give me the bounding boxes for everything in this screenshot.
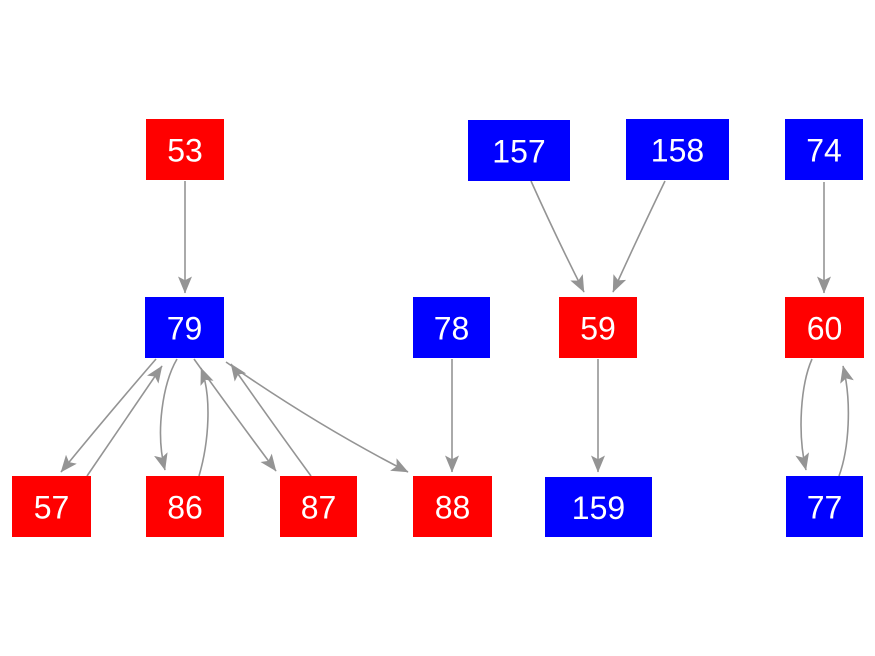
node-60-label: 60 bbox=[807, 311, 843, 347]
node-88: 88 bbox=[413, 476, 492, 537]
node-159: 159 bbox=[545, 477, 652, 537]
nodes-layer: 53 79 57 86 87 88 78 157 158 59 159 74 60 77 bbox=[12, 119, 864, 537]
edge-157-59 bbox=[530, 180, 585, 293]
edge-86-79 bbox=[198, 367, 214, 477]
node-57-label: 57 bbox=[34, 490, 70, 526]
node-78-box bbox=[413, 297, 490, 358]
edge-158-59 bbox=[612, 180, 666, 293]
node-77-label: 77 bbox=[807, 490, 843, 526]
node-60-box bbox=[785, 297, 864, 358]
node-87-box bbox=[280, 476, 357, 537]
node-74-label: 74 bbox=[806, 133, 842, 169]
node-79-box bbox=[145, 297, 224, 358]
node-157-box bbox=[468, 120, 570, 181]
edges-layer bbox=[60, 180, 854, 477]
node-159-label: 159 bbox=[572, 490, 625, 526]
node-79-label: 79 bbox=[167, 311, 203, 347]
node-57-box bbox=[12, 476, 91, 537]
node-157: 157 bbox=[468, 120, 570, 181]
node-158-label: 158 bbox=[651, 133, 704, 169]
edge-79-87 bbox=[193, 358, 277, 472]
node-57: 57 bbox=[12, 476, 91, 537]
node-86-label: 86 bbox=[167, 490, 203, 526]
edge-77-60 bbox=[838, 365, 854, 477]
node-86: 86 bbox=[146, 476, 224, 537]
node-88-label: 88 bbox=[435, 490, 471, 526]
node-158: 158 bbox=[626, 119, 729, 180]
node-59-label: 59 bbox=[580, 311, 616, 347]
node-53: 53 bbox=[146, 119, 224, 180]
node-87: 87 bbox=[280, 476, 357, 537]
node-87-label: 87 bbox=[301, 490, 337, 526]
node-74: 74 bbox=[785, 119, 863, 180]
node-74-box bbox=[785, 119, 863, 180]
edge-87-79 bbox=[230, 363, 312, 477]
node-79: 79 bbox=[145, 297, 224, 358]
node-159-box bbox=[545, 477, 652, 537]
node-157-label: 157 bbox=[492, 134, 545, 170]
node-158-box bbox=[626, 119, 729, 180]
node-53-box bbox=[146, 119, 224, 180]
node-77-box bbox=[786, 476, 863, 537]
node-59: 59 bbox=[559, 297, 637, 358]
node-78-label: 78 bbox=[434, 311, 470, 347]
node-60: 60 bbox=[785, 297, 864, 358]
node-78: 78 bbox=[413, 297, 490, 358]
edge-79-88 bbox=[225, 361, 409, 473]
node-88-box bbox=[413, 476, 492, 537]
edge-57-79 bbox=[86, 365, 163, 477]
edge-79-86 bbox=[154, 358, 178, 471]
node-53-label: 53 bbox=[167, 133, 203, 169]
edge-79-57 bbox=[60, 358, 157, 473]
edge-60-77 bbox=[795, 358, 813, 471]
node-86-box bbox=[146, 476, 224, 537]
node-59-box bbox=[559, 297, 637, 358]
node-77: 77 bbox=[786, 476, 863, 537]
